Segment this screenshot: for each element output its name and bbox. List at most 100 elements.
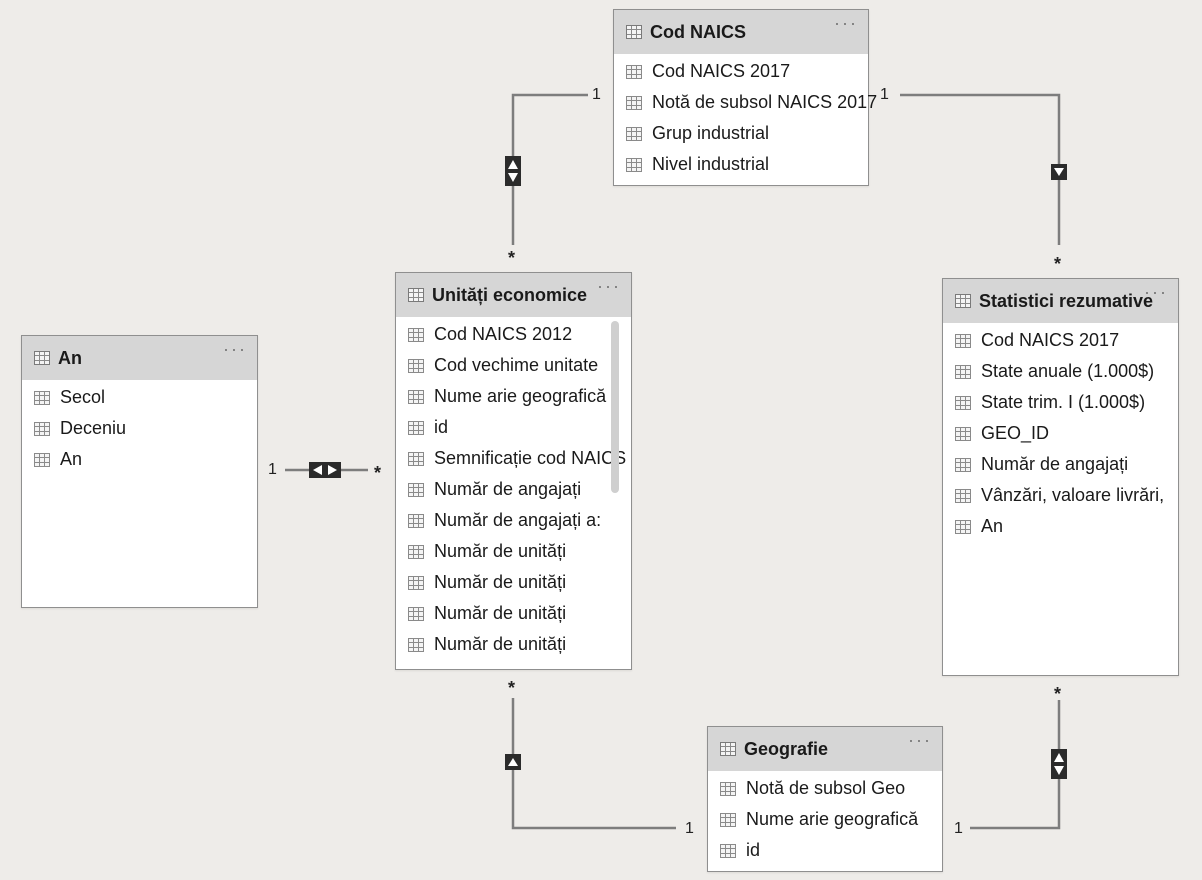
field-item[interactable]: State trim. I (1.000$) xyxy=(943,387,1178,418)
column-icon xyxy=(720,843,736,858)
cardinality-many-label: * xyxy=(374,463,382,483)
field-item[interactable]: Secol xyxy=(22,382,257,413)
field-item[interactable]: Cod vechime unitate xyxy=(396,350,609,381)
table-icon xyxy=(34,351,50,365)
field-item[interactable]: Nivel industrial xyxy=(614,149,868,180)
field-item[interactable]: Cod NAICS 2017 xyxy=(614,56,868,87)
field-item[interactable]: Număr de unități xyxy=(396,567,609,598)
field-list: Cod NAICS 2012 Cod vechime unitate Nume … xyxy=(396,317,631,660)
table-card-cod-naics[interactable]: Cod NAICS ··· Cod NAICS 2017 Notă de sub… xyxy=(613,9,877,186)
table-icon xyxy=(408,288,424,302)
field-item[interactable]: Notă de subsol NAICS 2017 xyxy=(614,87,877,118)
cardinality-many-label: * xyxy=(508,248,516,268)
column-icon xyxy=(626,64,642,79)
field-list: Cod NAICS 2017 State anuale (1.000$) Sta… xyxy=(943,323,1178,542)
table-title: Cod NAICS xyxy=(650,21,746,42)
field-list: Cod NAICS 2017 Notă de subsol NAICS 2017… xyxy=(614,54,877,180)
table-card-statistici-rezumative[interactable]: Statistici rezumative ··· Cod NAICS 2017… xyxy=(942,278,1179,676)
single-direction-filter-icon xyxy=(1051,164,1067,180)
column-icon xyxy=(408,637,424,652)
table-icon xyxy=(955,294,971,308)
field-item[interactable]: id xyxy=(396,412,609,443)
column-icon xyxy=(720,781,736,796)
field-item[interactable]: Cod NAICS 2012 xyxy=(396,319,609,350)
cardinality-one-label: 1 xyxy=(954,820,963,837)
scrollbar[interactable] xyxy=(611,321,619,493)
column-icon xyxy=(408,482,424,497)
column-icon xyxy=(34,452,50,467)
field-item[interactable]: Nume arie geografică xyxy=(708,804,942,835)
field-item[interactable]: State anuale (1.000$) xyxy=(943,356,1178,387)
cardinality-many-label: * xyxy=(1054,254,1062,274)
column-icon xyxy=(955,364,971,379)
more-options-icon[interactable]: ··· xyxy=(908,730,932,750)
bidirectional-filter-icon xyxy=(309,462,341,478)
column-icon xyxy=(720,812,736,827)
column-icon xyxy=(408,513,424,528)
relationship-line-naics-statistici xyxy=(900,93,1061,245)
field-item[interactable]: Număr de angajați xyxy=(396,474,609,505)
relationship-line-geografie-statistici xyxy=(970,700,1061,830)
field-item[interactable]: An xyxy=(943,511,1178,542)
field-item[interactable]: Număr de angajați xyxy=(943,449,1178,480)
field-list: Notă de subsol Geo Nume arie geografică … xyxy=(708,771,942,866)
field-item[interactable]: Nume arie geografică xyxy=(396,381,609,412)
bidirectional-filter-icon xyxy=(505,156,521,186)
field-item[interactable]: Număr de unități xyxy=(396,536,609,567)
table-card-geografie[interactable]: Geografie ··· Notă de subsol Geo Nume ar… xyxy=(707,726,943,872)
column-icon xyxy=(408,358,424,373)
cardinality-one-label: 1 xyxy=(685,820,694,837)
column-icon xyxy=(955,457,971,472)
field-item[interactable]: Semnificație cod NAICS xyxy=(396,443,626,474)
more-options-icon[interactable]: ··· xyxy=(1144,282,1168,302)
single-direction-filter-icon xyxy=(505,754,521,770)
relationship-line-naics-unitati xyxy=(511,93,588,245)
column-icon xyxy=(408,389,424,404)
column-icon xyxy=(408,606,424,621)
column-icon xyxy=(34,421,50,436)
more-options-icon[interactable]: ··· xyxy=(223,339,247,359)
field-item[interactable]: Deceniu xyxy=(22,413,257,444)
table-icon xyxy=(720,742,736,756)
field-list: Secol Deceniu An xyxy=(22,380,257,475)
field-item[interactable]: Cod NAICS 2017 xyxy=(943,325,1178,356)
table-header[interactable]: Statistici rezumative ··· xyxy=(943,279,1178,323)
field-item[interactable]: Număr de angajați a: xyxy=(396,505,609,536)
field-item[interactable]: Număr de unități xyxy=(396,598,609,629)
more-options-icon[interactable]: ··· xyxy=(834,13,858,33)
column-icon xyxy=(408,451,424,466)
column-icon xyxy=(955,426,971,441)
column-icon xyxy=(955,488,971,503)
column-icon xyxy=(408,420,424,435)
bidirectional-filter-icon xyxy=(1051,749,1067,779)
table-card-unitati-economice[interactable]: Unități economice ··· Cod NAICS 2012 Cod… xyxy=(395,272,632,670)
column-icon xyxy=(408,575,424,590)
more-options-icon[interactable]: ··· xyxy=(597,276,621,296)
table-card-an[interactable]: An ··· Secol Deceniu An xyxy=(21,335,258,608)
column-icon xyxy=(408,327,424,342)
cardinality-many-label: * xyxy=(1054,684,1062,704)
cardinality-one-label: 1 xyxy=(880,86,889,103)
table-title: Unități economice xyxy=(432,284,588,305)
field-item[interactable]: Notă de subsol Geo xyxy=(708,773,942,804)
table-title: Geografie xyxy=(744,738,829,759)
field-item[interactable]: Număr de unități xyxy=(396,629,609,660)
field-item[interactable]: Vânzări, valoare livrări, xyxy=(943,480,1178,511)
field-item[interactable]: id xyxy=(708,835,942,866)
cardinality-many-label: * xyxy=(508,678,516,698)
table-header[interactable]: An ··· xyxy=(22,336,257,380)
field-item[interactable]: GEO_ID xyxy=(943,418,1178,449)
column-icon xyxy=(408,544,424,559)
table-header[interactable]: Cod NAICS ··· xyxy=(614,10,868,54)
field-item[interactable]: Grup industrial xyxy=(614,118,868,149)
field-item[interactable]: An xyxy=(22,444,257,475)
column-icon xyxy=(34,390,50,405)
cardinality-one-label: 1 xyxy=(268,461,277,478)
table-title: Statistici rezumative xyxy=(979,290,1154,311)
relationship-line-geografie-unitati xyxy=(511,698,676,830)
column-icon xyxy=(626,95,642,110)
column-icon xyxy=(955,519,971,534)
table-header[interactable]: Unități economice ··· xyxy=(396,273,631,317)
table-header[interactable]: Geografie ··· xyxy=(708,727,942,771)
